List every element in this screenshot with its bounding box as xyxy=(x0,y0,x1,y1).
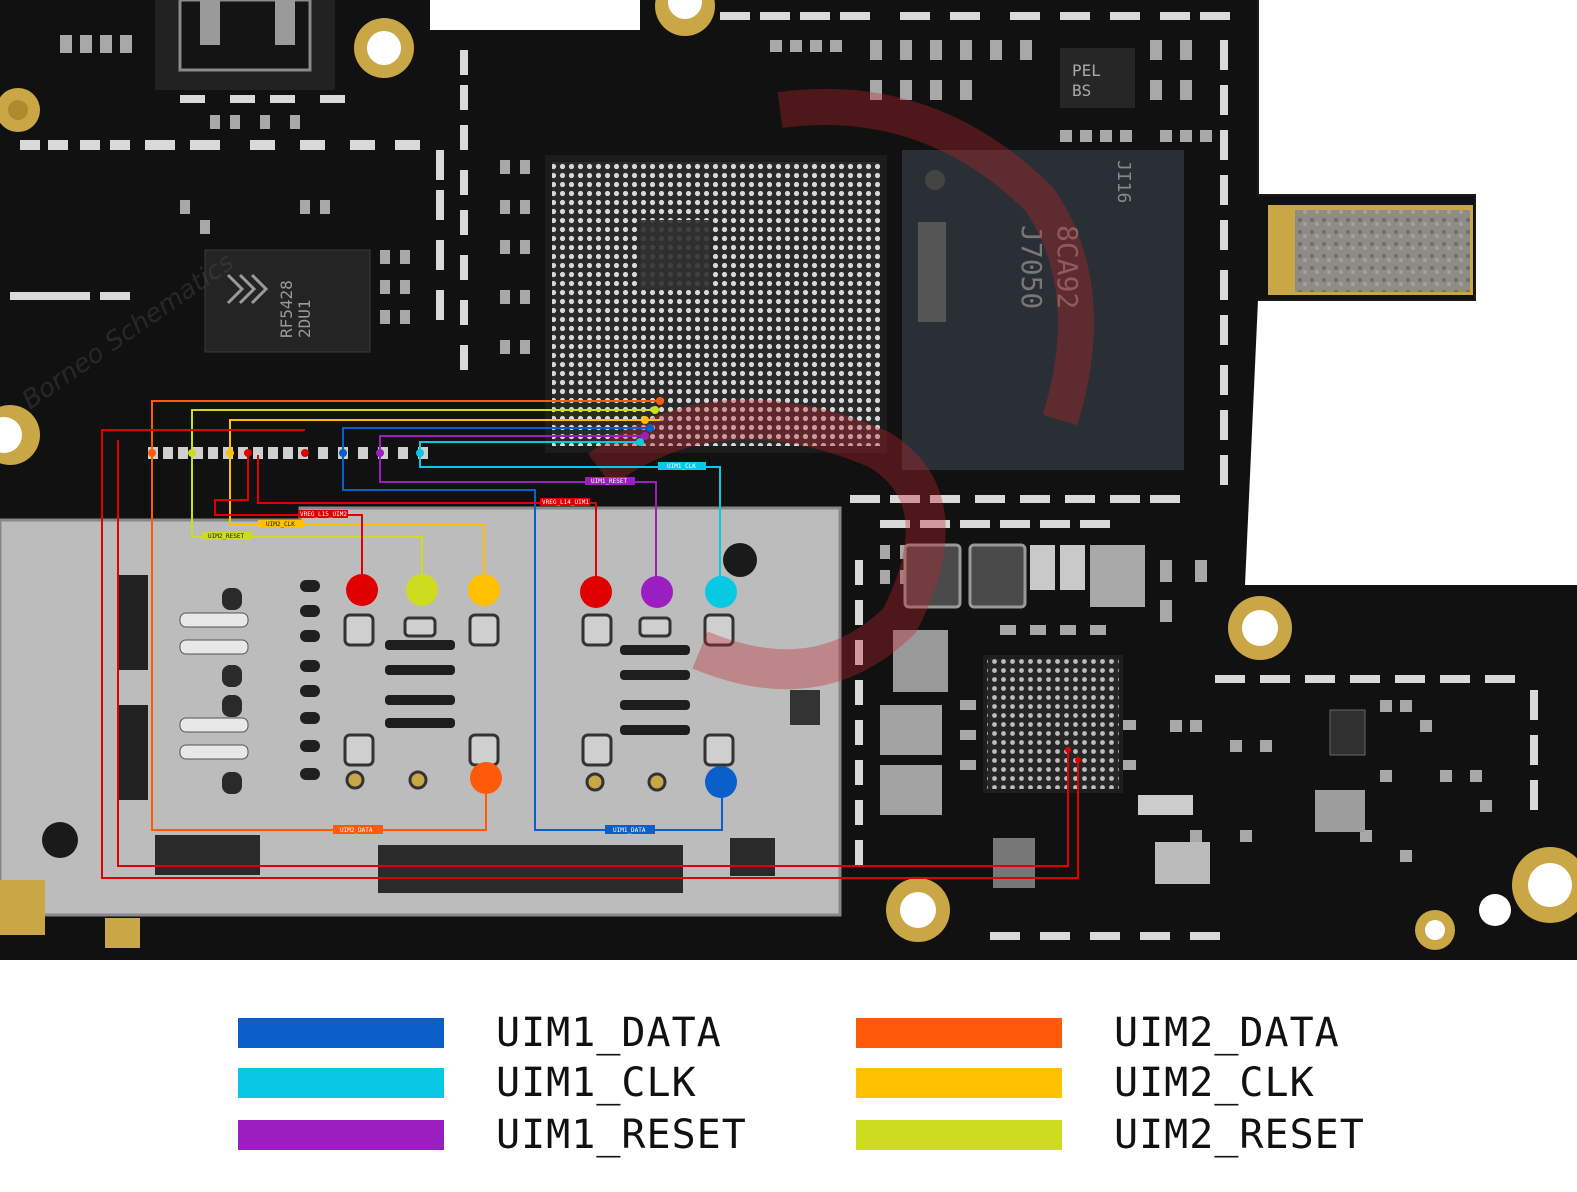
small-ic: PEL BS xyxy=(1060,48,1135,108)
memory-chip: JI16 8CA92 J7050 xyxy=(902,150,1184,470)
legend-swatch xyxy=(238,1120,444,1150)
trace-uim2-clk xyxy=(229,419,660,590)
sim-tray xyxy=(0,506,842,948)
dot-uim1-data xyxy=(705,766,737,798)
legend: UIM1_DATA UIM1_CLK UIM1_RESET UIM2_DATA … xyxy=(0,960,1577,1192)
small-ic-label-1: PEL xyxy=(1072,61,1101,80)
smd-components xyxy=(10,12,1538,940)
pmic-bga xyxy=(983,655,1123,793)
sim-pin-dots xyxy=(346,574,737,798)
legend-swatch xyxy=(238,1018,444,1048)
small-ic-label-2: BS xyxy=(1072,81,1091,100)
trace-uim1-clk xyxy=(419,441,721,592)
small-components xyxy=(60,35,1492,862)
legend-swatch xyxy=(856,1120,1062,1150)
trace-uim2-data xyxy=(151,400,660,831)
signal-traces xyxy=(101,400,1079,879)
pad-markers xyxy=(148,449,424,457)
tag-uim1-reset: UIM1_RESET xyxy=(591,478,628,485)
pcb-board: RF5428 2DU1 PEL BS JI16 8CA92 J7050 xyxy=(0,0,1577,960)
inductors xyxy=(880,543,1366,888)
dot-uim1-reset xyxy=(641,576,673,608)
trace-tags: VREG_L15_UIM2 VREG_L14_UIM1 UIM2_CLK UIM… xyxy=(202,462,706,834)
sim-contacts xyxy=(179,580,735,794)
legend-swatch xyxy=(856,1018,1062,1048)
tag-uim2-reset: UIM2_RESET xyxy=(208,533,245,540)
memory-label-2: J7050 xyxy=(1015,225,1048,309)
mounting-holes xyxy=(0,0,1577,950)
battery-pad xyxy=(1268,205,1473,295)
trace-vreg-l15 xyxy=(101,429,1079,879)
rf-chip-label-1: RF5428 xyxy=(277,280,296,338)
tag-vreg-l15: VREG_L15_UIM2 xyxy=(300,511,347,518)
dot-vreg-uim2 xyxy=(346,574,378,606)
tag-uim1-data: UIM1_DATA xyxy=(613,827,646,834)
bga-endpoints xyxy=(636,397,1081,763)
dot-vreg-uim1 xyxy=(580,576,612,608)
trace-uim2-reset xyxy=(191,409,660,590)
legend-label: UIM1_CLK xyxy=(496,1060,697,1106)
legend-label: UIM2_RESET xyxy=(1114,1112,1365,1158)
tag-uim2-clk: UIM2_CLK xyxy=(266,521,295,528)
memory-label-1: 8CA92 xyxy=(1051,225,1084,309)
legend-label: UIM2_DATA xyxy=(1114,1010,1340,1056)
dot-uim2-clk xyxy=(468,574,500,606)
headphone-connector xyxy=(155,0,335,90)
rf-chip: RF5428 2DU1 xyxy=(204,249,371,353)
legend-label: UIM1_DATA xyxy=(496,1010,722,1056)
dot-uim2-reset xyxy=(406,574,438,606)
cpu-bga xyxy=(545,155,887,453)
trace-vreg-l14 xyxy=(257,455,597,590)
trace-uim1-reset xyxy=(379,435,657,592)
tag-vreg-l14: VREG_L14_UIM1 xyxy=(542,499,589,506)
tag-uim1-clk: UIM1_CLK xyxy=(667,463,696,470)
legend-swatch xyxy=(238,1068,444,1098)
legend-label: UIM2_CLK xyxy=(1114,1060,1315,1106)
legend-label: UIM1_RESET xyxy=(496,1112,747,1158)
dot-uim1-clk xyxy=(705,576,737,608)
trace-uim1-data xyxy=(342,427,723,831)
dot-uim2-data xyxy=(470,762,502,794)
memory-code: JI16 xyxy=(1113,160,1134,203)
tag-uim2-data: UIM2_DATA xyxy=(340,827,373,834)
rf-chip-label-2: 2DU1 xyxy=(295,299,314,338)
legend-swatch xyxy=(856,1068,1062,1098)
